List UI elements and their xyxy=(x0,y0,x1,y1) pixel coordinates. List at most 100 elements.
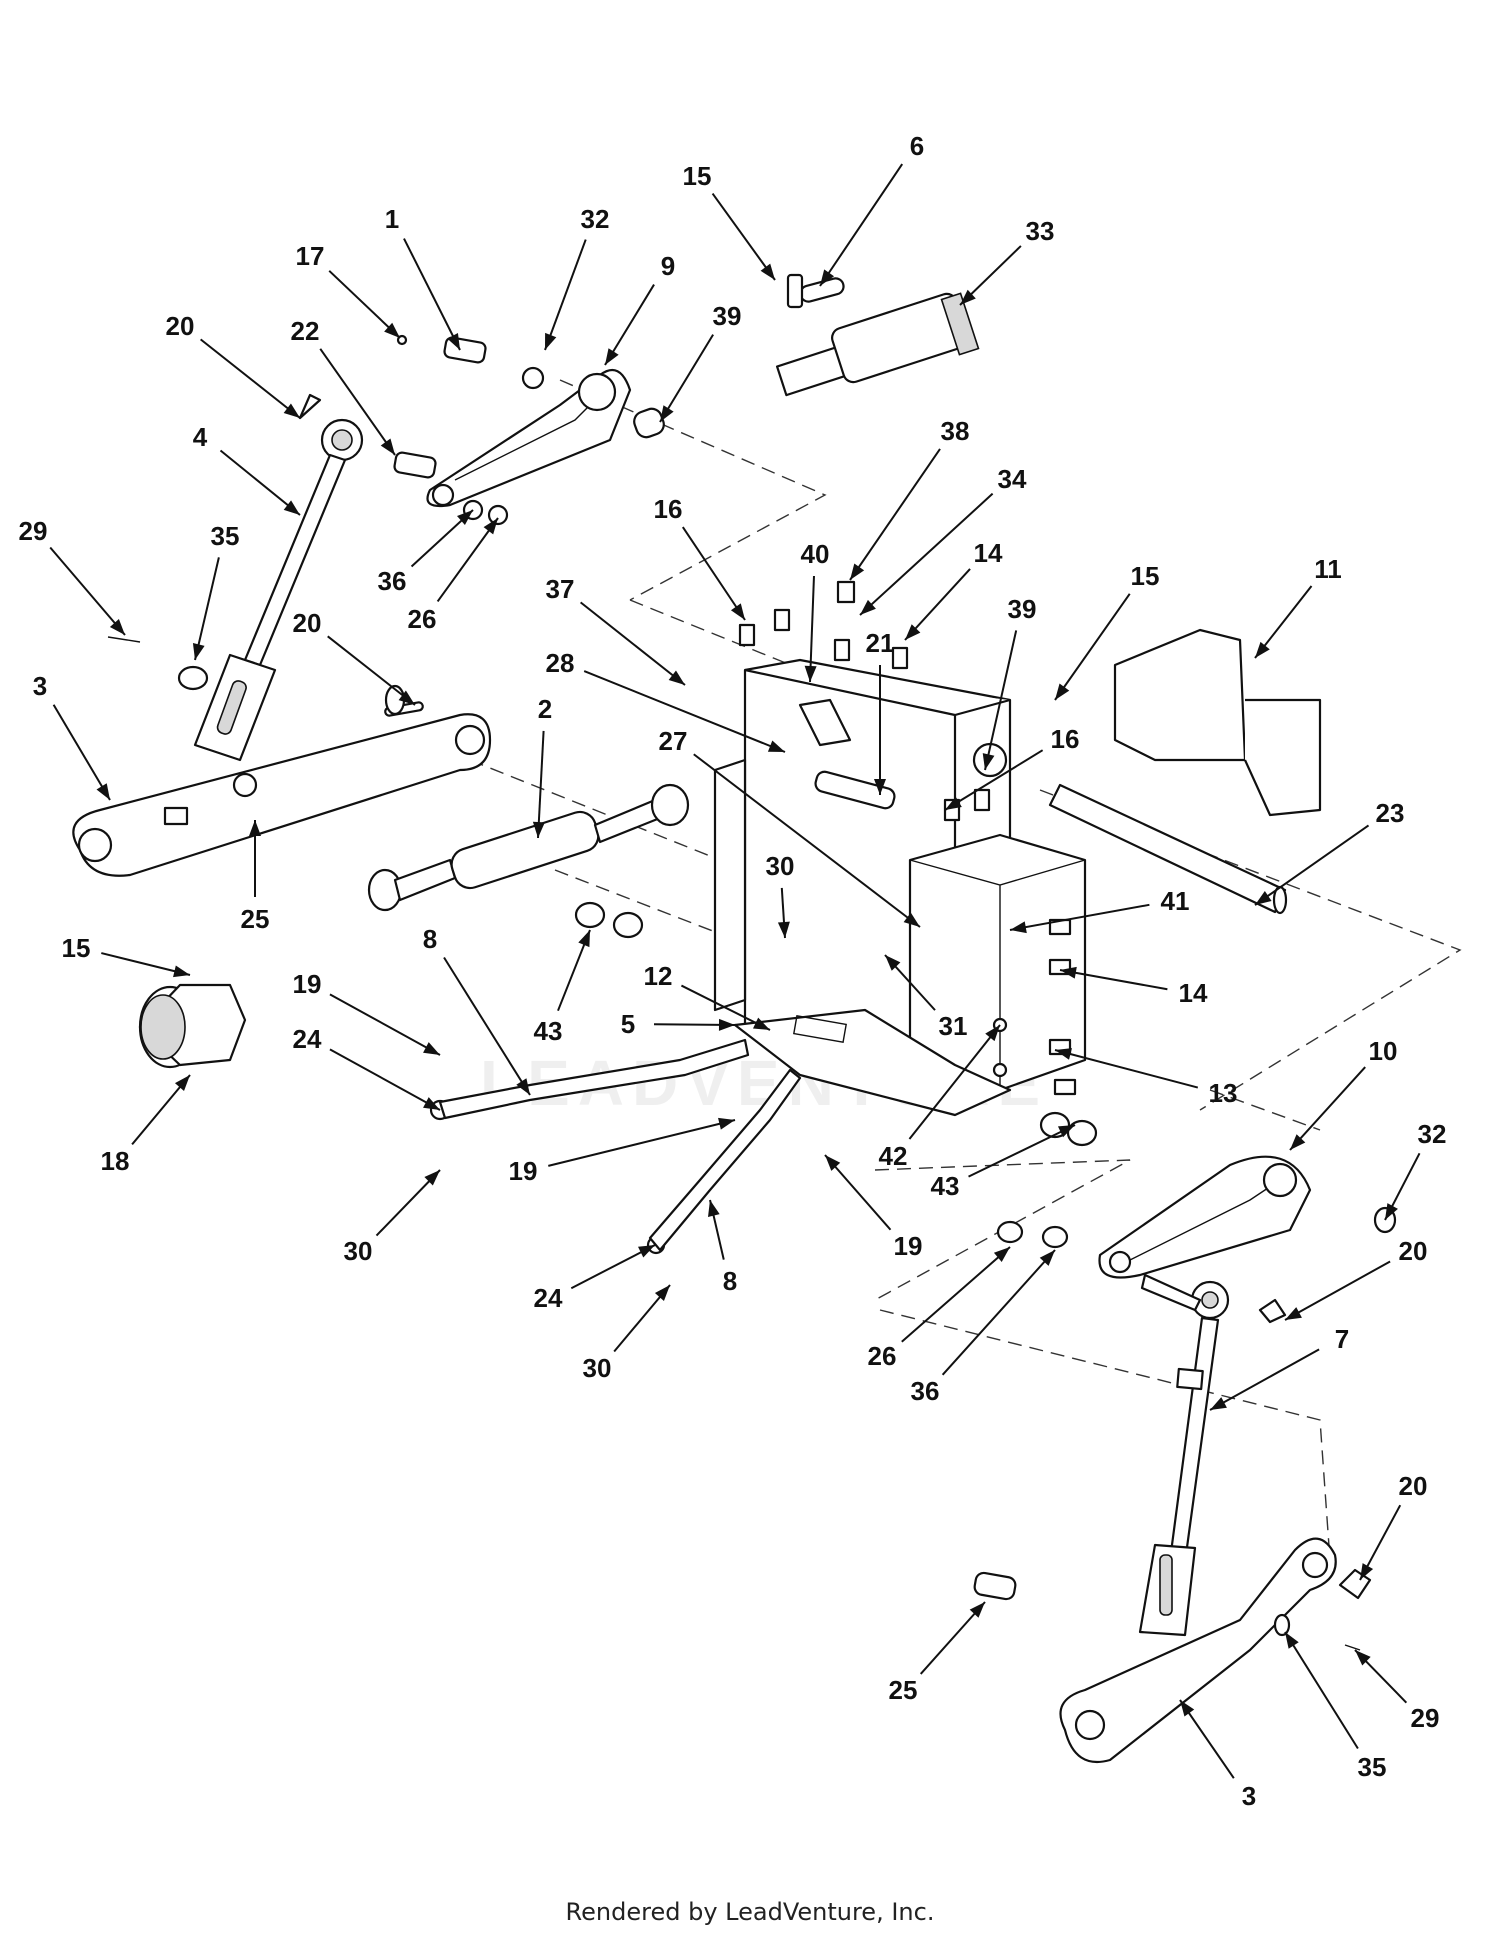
callout-label: 13 xyxy=(1209,1078,1238,1108)
leader-arrowhead xyxy=(730,603,745,620)
leader-arrowhead xyxy=(777,921,790,938)
leader-line xyxy=(49,546,126,636)
leader-line xyxy=(944,749,1044,811)
callout-39: 39 xyxy=(982,594,1036,771)
footer-credit: Rendered by LeadVenture, Inc. xyxy=(566,1898,935,1926)
callout-43: 43 xyxy=(931,1124,1076,1201)
right-lower-lift-arm xyxy=(1059,1537,1337,1764)
leader-line xyxy=(901,1246,1011,1343)
callout-12: 12 xyxy=(644,961,771,1031)
leader-arrowhead xyxy=(654,1285,670,1301)
callout-label: 2 xyxy=(538,694,552,724)
leader-arrowhead xyxy=(1060,966,1077,979)
leader-line xyxy=(1009,903,1150,931)
pto-shaft xyxy=(1048,783,1288,915)
callout-label: 19 xyxy=(894,1231,923,1261)
leader-line xyxy=(659,334,714,423)
callout-label: 8 xyxy=(423,924,437,954)
callout-29: 29 xyxy=(19,516,126,636)
leader-line xyxy=(681,526,746,621)
callout-30: 30 xyxy=(766,851,794,939)
callout-26: 26 xyxy=(868,1246,1011,1371)
callout-16: 16 xyxy=(944,724,1080,811)
callout-4: 4 xyxy=(193,422,301,516)
leader-line xyxy=(711,193,776,281)
leader-line xyxy=(436,517,499,603)
leader-arrowhead xyxy=(969,1602,985,1618)
leader-arrowhead xyxy=(457,510,473,526)
callout-20: 20 xyxy=(166,311,301,419)
callout-label: 8 xyxy=(723,1266,737,1296)
main-hitch-frame xyxy=(713,658,1087,1092)
callout-16: 16 xyxy=(654,494,746,621)
leader-arrowhead xyxy=(905,624,921,640)
callout-30: 30 xyxy=(344,1169,441,1266)
leader-arrowhead xyxy=(752,1017,770,1030)
leader-line xyxy=(1254,824,1370,906)
leader-line xyxy=(1054,1049,1199,1089)
callout-34: 34 xyxy=(859,464,1027,616)
right-lift-link xyxy=(1138,1273,1230,1637)
callout-32: 32 xyxy=(544,204,609,351)
leader-arrowhead xyxy=(423,1042,440,1055)
callout-label: 32 xyxy=(1418,1119,1447,1149)
callout-label: 12 xyxy=(644,961,673,991)
leader-arrowhead xyxy=(850,563,865,580)
callout-9: 9 xyxy=(604,251,675,366)
leader-line xyxy=(859,492,994,616)
callout-3: 3 xyxy=(1179,1699,1256,1811)
leader-line xyxy=(544,239,587,351)
callout-label: 25 xyxy=(241,904,270,934)
callout-36: 36 xyxy=(911,1249,1056,1406)
leader-arrowhead xyxy=(945,796,962,810)
callout-31: 31 xyxy=(884,954,968,1041)
left-lower-lift-arm xyxy=(72,713,492,877)
leader-arrowhead xyxy=(1255,891,1272,905)
leader-arrowhead xyxy=(903,912,920,927)
callout-label: 31 xyxy=(939,1011,968,1041)
leader-line xyxy=(579,601,686,686)
leader-arrowhead xyxy=(1355,1650,1371,1666)
callout-label: 9 xyxy=(661,251,675,281)
leader-line xyxy=(52,704,111,801)
callout-13: 13 xyxy=(1054,1048,1238,1108)
callout-label: 16 xyxy=(1051,724,1080,754)
right-upper-lift-arm xyxy=(1098,1155,1312,1279)
leader-line xyxy=(1284,1631,1359,1750)
callout-11: 11 xyxy=(1254,554,1342,659)
callout-35: 35 xyxy=(1284,1631,1386,1782)
callout-label: 7 xyxy=(1335,1324,1349,1354)
callout-22: 22 xyxy=(291,316,396,456)
callout-label: 43 xyxy=(931,1171,960,1201)
leader-line xyxy=(319,348,396,456)
leader-line xyxy=(908,1024,1001,1140)
callout-27: 27 xyxy=(659,726,921,928)
callout-label: 15 xyxy=(62,933,91,963)
leader-arrowhead xyxy=(605,348,619,365)
callout-label: 5 xyxy=(621,1009,635,1039)
callout-35: 35 xyxy=(192,521,239,661)
callout-label: 29 xyxy=(1411,1703,1440,1733)
callout-label: 3 xyxy=(33,671,47,701)
washers xyxy=(574,901,1098,1147)
callout-19: 19 xyxy=(509,1117,736,1186)
callout-17: 17 xyxy=(296,241,401,339)
callout-20: 20 xyxy=(1359,1471,1427,1581)
callout-37: 37 xyxy=(546,574,686,686)
leader-line xyxy=(968,1124,1076,1178)
leader-line xyxy=(693,753,921,928)
callout-5: 5 xyxy=(621,1009,736,1039)
stabilizer-turnbuckle xyxy=(367,783,690,912)
callout-label: 14 xyxy=(1179,978,1208,1008)
callout-label: 30 xyxy=(344,1236,373,1266)
callout-label: 22 xyxy=(291,316,320,346)
leader-arrowhead xyxy=(424,1170,440,1186)
callout-label: 41 xyxy=(1161,886,1190,916)
callout-15: 15 xyxy=(683,161,776,281)
callout-label: 6 xyxy=(910,131,924,161)
leader-arrowhead xyxy=(384,322,400,338)
callout-label: 20 xyxy=(293,608,322,638)
leader-arrowhead xyxy=(874,779,886,795)
callout-6: 6 xyxy=(819,131,924,287)
